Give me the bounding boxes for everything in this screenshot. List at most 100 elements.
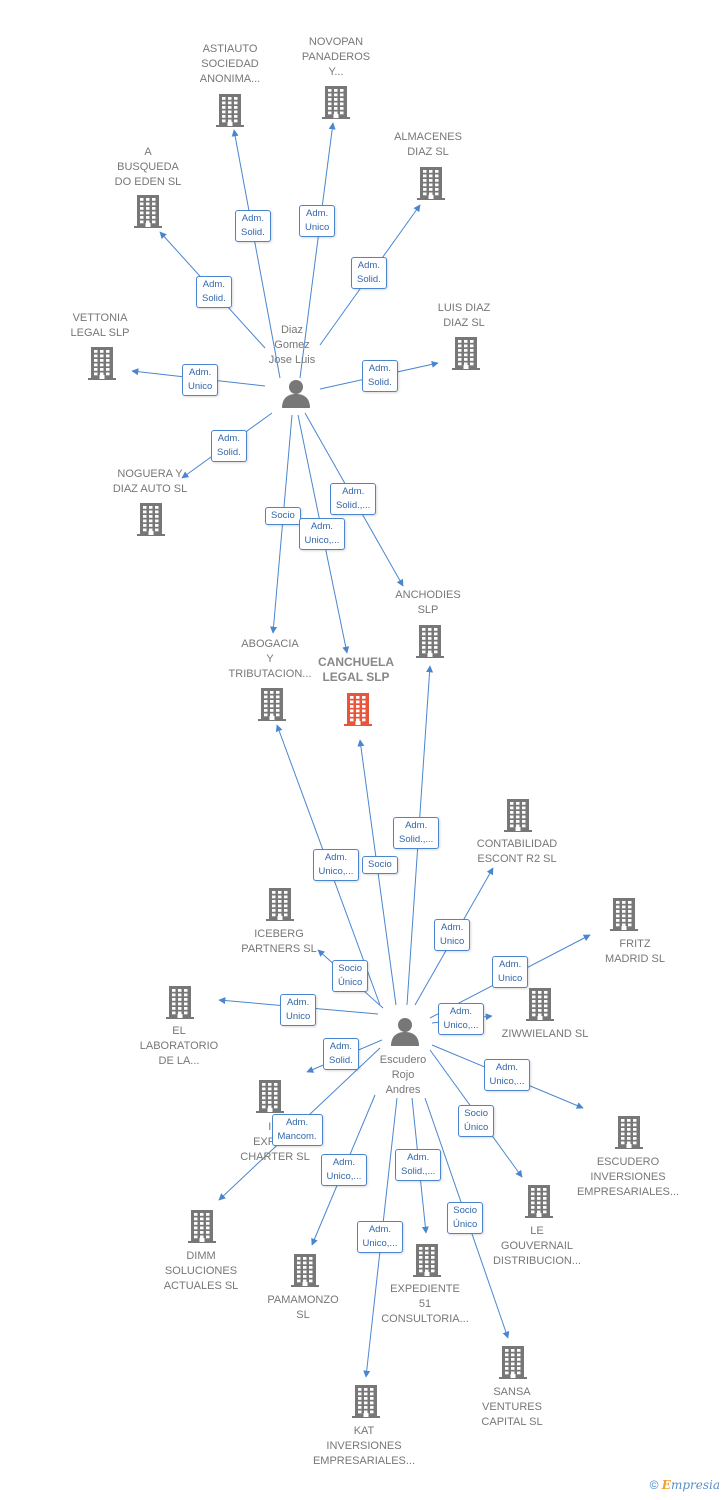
node-label-noguera[interactable]: NOGUERA Y DIAZ AUTO SL bbox=[112, 468, 188, 495]
node-label-expediente[interactable]: EXPEDIENTE 51 CONSULTORIA... bbox=[381, 1283, 469, 1325]
node-label-vettonia[interactable]: VETTONIA LEGAL SLP bbox=[70, 312, 130, 339]
node-label-sansa[interactable]: SANSA VENTURES CAPITAL SL bbox=[481, 1386, 543, 1428]
edge-diazgomez-novopan bbox=[299, 122, 336, 379]
company-node-noguera[interactable] bbox=[137, 502, 165, 536]
company-node-expediente[interactable] bbox=[413, 1243, 441, 1277]
node-label-canchuela[interactable]: CANCHUELA LEGAL SLP bbox=[318, 655, 394, 684]
edge-label-escudero-iceberg[interactable]: Socio Único bbox=[332, 960, 369, 992]
edge-label-escudero-escuderoinv[interactable]: Adm. Unico,... bbox=[483, 1059, 531, 1091]
edge-label-escudero-abogacia[interactable]: Adm. Unico,... bbox=[312, 849, 360, 881]
company-node-abusqueda[interactable] bbox=[134, 194, 162, 228]
node-label-dimm[interactable]: DIMM SOLUCIONES ACTUALES SL bbox=[163, 1250, 239, 1292]
building-icon bbox=[216, 94, 244, 127]
company-node-novopan[interactable] bbox=[322, 85, 350, 119]
edge-label-escudero-pamamonzo[interactable]: Adm. Unico,... bbox=[320, 1154, 368, 1186]
company-node-iceberg[interactable] bbox=[266, 887, 294, 921]
company-node-dimm[interactable] bbox=[188, 1209, 216, 1243]
company-node-contabilidad[interactable] bbox=[504, 798, 532, 832]
edge-label-escudero-contabilidad[interactable]: Adm. Unico bbox=[434, 919, 471, 951]
edge-label-diazgomez-almacenes[interactable]: Adm. Solid. bbox=[351, 257, 387, 289]
company-node-sansa[interactable] bbox=[499, 1345, 527, 1379]
node-label-diazgomez[interactable]: Diaz Gomez Jose Luis bbox=[268, 324, 316, 366]
edge-label-escudero-kat[interactable]: Adm. Unico,... bbox=[356, 1221, 404, 1253]
node-label-fritz[interactable]: FRITZ MADRID SL bbox=[605, 938, 665, 965]
edge-diazgomez-astiauto bbox=[231, 129, 281, 379]
edge-label-escudero-laboratorio[interactable]: Adm. Unico bbox=[280, 994, 317, 1026]
node-label-astiauto[interactable]: ASTIAUTO SOCIEDAD ANONIMA... bbox=[199, 43, 261, 85]
edge-label-escudero-sansa[interactable]: Socio Único bbox=[447, 1202, 484, 1234]
node-label-novopan[interactable]: NOVOPAN PANADEROS Y... bbox=[301, 36, 371, 78]
edge-label-escudero-fritz[interactable]: Adm. Unico bbox=[492, 956, 529, 988]
building-icon bbox=[344, 693, 372, 726]
company-node-pamamonzo[interactable] bbox=[291, 1253, 319, 1287]
company-node-canchuela[interactable] bbox=[344, 692, 372, 726]
node-label-escuderoinv[interactable]: ESCUDERO INVERSIONES EMPRESARIALES... bbox=[576, 1156, 680, 1198]
node-label-escudero[interactable]: Escudero Rojo Andres bbox=[379, 1054, 427, 1096]
edge-label-diazgomez-luisdiaz[interactable]: Adm. Solid. bbox=[362, 360, 398, 392]
person-escudero[interactable] bbox=[390, 1016, 420, 1046]
edge-label-diazgomez-anchodies[interactable]: Adm. Solid.,... bbox=[330, 483, 377, 515]
building-icon bbox=[134, 195, 162, 228]
company-node-anchodies[interactable] bbox=[416, 624, 444, 658]
edge-label-diazgomez-abusqueda[interactable]: Adm. Solid. bbox=[196, 276, 232, 308]
building-icon bbox=[256, 1080, 284, 1113]
company-node-luisdiaz[interactable] bbox=[452, 336, 480, 370]
edge-label-diazgomez-noguera[interactable]: Adm. Solid. bbox=[211, 430, 247, 462]
company-node-astiauto[interactable] bbox=[216, 93, 244, 127]
company-node-kat[interactable] bbox=[352, 1384, 380, 1418]
building-icon bbox=[525, 1185, 553, 1218]
company-node-abogacia[interactable] bbox=[258, 687, 286, 721]
building-icon bbox=[615, 1116, 643, 1149]
node-label-abogacia[interactable]: ABOGACIA Y TRIBUTACION... bbox=[228, 638, 312, 680]
building-icon bbox=[610, 898, 638, 931]
building-icon bbox=[416, 625, 444, 658]
node-label-legouvernail[interactable]: LE GOUVERNAIL DISTRIBUCION... bbox=[492, 1225, 581, 1267]
node-label-anchodies[interactable]: ANCHODIES SLP bbox=[395, 589, 461, 616]
person-icon bbox=[282, 380, 310, 408]
node-label-iceberg[interactable]: ICEBERG PARTNERS SL bbox=[241, 928, 317, 955]
person-icon bbox=[391, 1018, 419, 1046]
node-label-contabilidad[interactable]: CONTABILIDAD ESCONT R2 SL bbox=[476, 838, 558, 865]
edge-label-diazgomez-abogacia[interactable]: Socio bbox=[265, 507, 301, 525]
edge-label-diazgomez-astiauto[interactable]: Adm. Solid. bbox=[235, 210, 271, 242]
company-node-escuderoinv[interactable] bbox=[615, 1115, 643, 1149]
edge-label-escudero-anchodies[interactable]: Adm. Solid.,... bbox=[393, 817, 440, 849]
empresia-logo: Empresia bbox=[661, 1478, 720, 1492]
edge-label-diazgomez-canchuela[interactable]: Adm. Unico,... bbox=[298, 518, 346, 550]
building-icon bbox=[88, 347, 116, 380]
building-icon bbox=[499, 1346, 527, 1379]
edge-label-escudero-ziwwieland[interactable]: Adm. Unico,... bbox=[437, 1003, 485, 1035]
node-label-ziwwieland[interactable]: ZIWWIELAND SL bbox=[501, 1028, 589, 1040]
company-node-ibi[interactable] bbox=[256, 1079, 284, 1113]
person-diazgomez[interactable] bbox=[281, 378, 311, 408]
company-node-vettonia[interactable] bbox=[88, 346, 116, 380]
building-icon bbox=[266, 888, 294, 921]
edge-label-diazgomez-vettonia[interactable]: Adm. Unico bbox=[182, 364, 219, 396]
node-label-pamamonzo[interactable]: PAMAMONZO SL bbox=[267, 1294, 339, 1321]
edge-label-escudero-legouvernail[interactable]: Socio Único bbox=[458, 1105, 495, 1137]
node-label-laboratorio[interactable]: EL LABORATORIO DE LA... bbox=[139, 1025, 219, 1067]
building-icon bbox=[352, 1385, 380, 1418]
edge-label-escudero-canchuela[interactable]: Socio bbox=[362, 856, 398, 874]
edge-label-escudero-expediente[interactable]: Adm. Solid.,... bbox=[395, 1149, 442, 1181]
company-node-almacenes[interactable] bbox=[417, 166, 445, 200]
edge-label-escudero-dimm[interactable]: Adm. Mancom. bbox=[271, 1114, 323, 1146]
company-node-fritz[interactable] bbox=[610, 897, 638, 931]
building-icon bbox=[291, 1254, 319, 1287]
building-icon bbox=[166, 986, 194, 1019]
node-label-almacenes[interactable]: ALMACENES DIAZ SL bbox=[394, 131, 462, 158]
node-label-kat[interactable]: KAT INVERSIONES EMPRESARIALES... bbox=[312, 1425, 416, 1467]
node-label-luisdiaz[interactable]: LUIS DIAZ DIAZ SL bbox=[437, 302, 491, 329]
building-icon bbox=[322, 86, 350, 119]
node-label-abusqueda[interactable]: A BUSQUEDA DO EDEN SL bbox=[114, 146, 182, 188]
edge-label-escudero-ibi[interactable]: Adm. Solid. bbox=[323, 1038, 359, 1070]
edge-label-diazgomez-novopan[interactable]: Adm. Unico bbox=[299, 205, 336, 237]
company-node-legouvernail[interactable] bbox=[525, 1184, 553, 1218]
building-icon bbox=[188, 1210, 216, 1243]
building-icon bbox=[504, 799, 532, 832]
footer-brand: © Empresia bbox=[650, 1478, 720, 1492]
company-node-laboratorio[interactable] bbox=[166, 985, 194, 1019]
building-icon bbox=[417, 167, 445, 200]
company-node-ziwwieland[interactable] bbox=[526, 987, 554, 1021]
